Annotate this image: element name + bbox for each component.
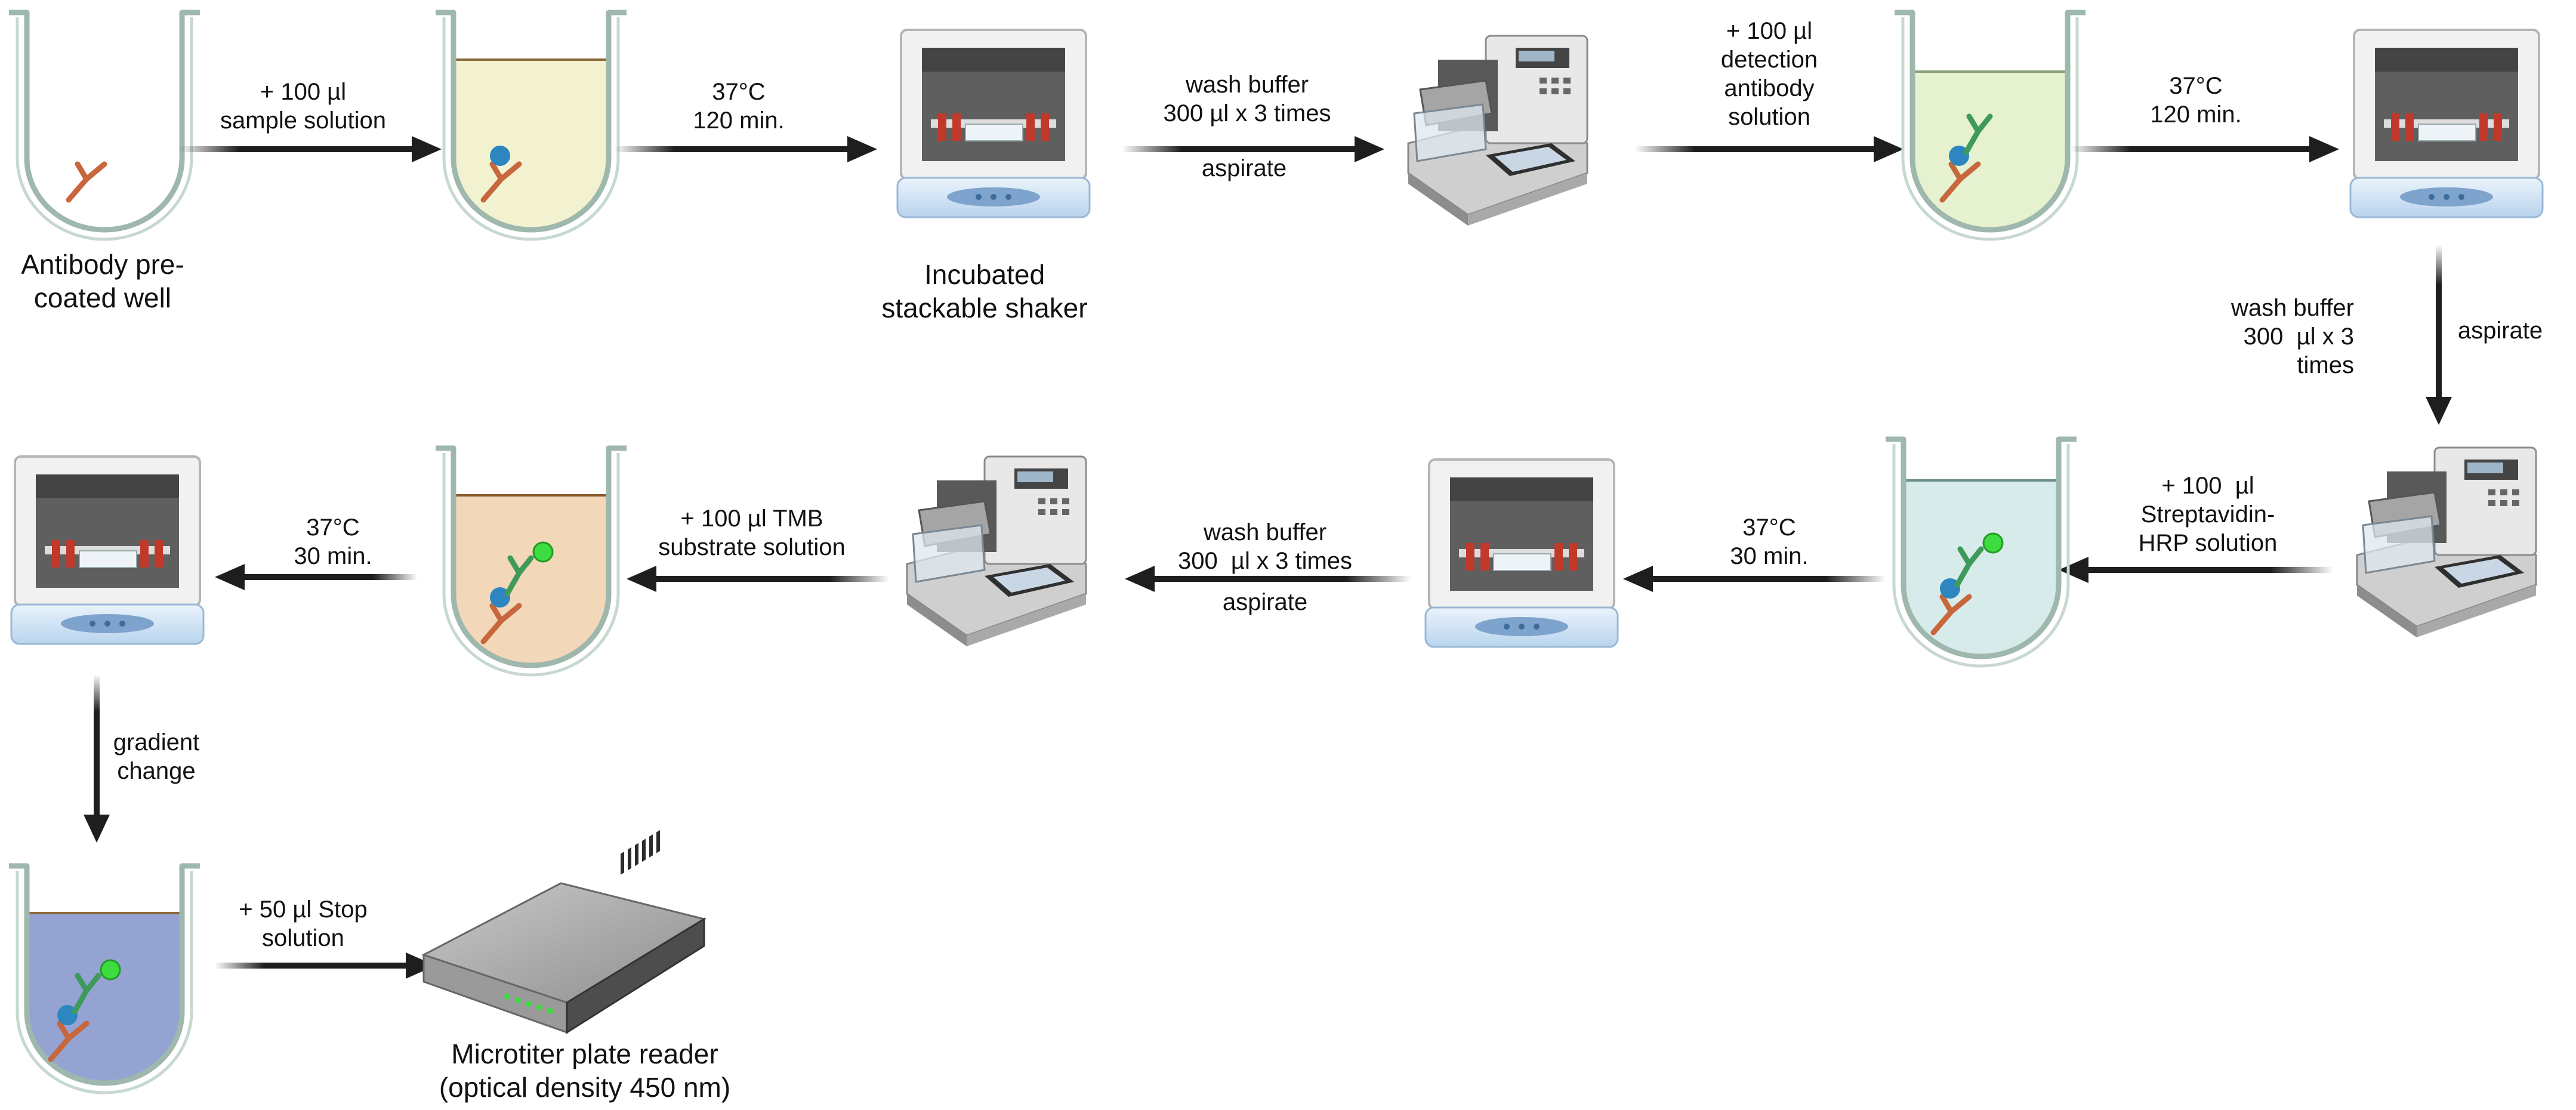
arrow-icon [215, 564, 418, 590]
plate-washer-icon [1407, 35, 1588, 227]
well-icon [9, 866, 200, 1093]
well-icon [436, 448, 627, 675]
well-icon [1895, 13, 2086, 239]
step-label-wash-3: wash buffer 300 µl x 3 times [1177, 519, 1353, 574]
coated-well-caption: Antibody pre- coated well [21, 249, 184, 313]
shaker-icon [2349, 29, 2544, 218]
step-label-add-detection: + 100 µl detection antibody solution [1720, 18, 1818, 130]
antigen-icon [490, 146, 510, 166]
step-label-add-stop: + 50 µl Stop solution [239, 896, 368, 951]
step-label-color-change: gradient change [113, 729, 200, 784]
detection-antibody-icon [1963, 113, 1993, 155]
step-label-incubate-1: 37°C 120 min. [693, 79, 785, 134]
plate-washer-icon [2356, 446, 2537, 639]
well-icon [9, 13, 200, 239]
shaker-icon [10, 455, 205, 645]
plate-reader-icon [421, 830, 707, 1034]
plate-reader-caption: Microtiter plate reader (optical density… [439, 1038, 731, 1103]
step-label-aspirate-3: aspirate [1222, 589, 1308, 615]
arrow-icon [1623, 566, 1886, 592]
arrow-icon [615, 136, 877, 162]
step-label-incubate-2: 37°C 120 min. [2150, 73, 2242, 128]
step-label-add-tmb: + 100 µl TMB substrate solution [658, 505, 846, 560]
step-label-aspirate-2: aspirate [2457, 317, 2543, 344]
arrow-icon [2426, 245, 2452, 425]
arrow-icon [1125, 566, 1411, 592]
arrow-icon [1635, 136, 1904, 162]
arrow-icon [627, 566, 889, 592]
arrow-icon [1122, 136, 1384, 162]
well-icon [436, 13, 627, 239]
shaker-caption: Incubated stackable shaker [881, 259, 1088, 323]
shaker-icon [896, 29, 1091, 218]
arrow-icon [84, 674, 110, 843]
plate-washer-icon [906, 455, 1087, 648]
well-icon [1886, 439, 2077, 666]
arrow-icon [179, 136, 442, 162]
arrow-icon [215, 952, 436, 979]
step-label-add-sample: + 100 µl sample solution [220, 79, 386, 134]
step-label-incubate-3: 37°C 30 min. [1730, 514, 1809, 569]
step-label-aspirate-1: aspirate [1201, 155, 1287, 181]
step-label-wash-2: wash buffer 300 µl x 3 times [2231, 295, 2354, 378]
arrow-icon [2071, 136, 2339, 162]
hrp-icon [1982, 532, 2004, 554]
step-label-wash-1: wash buffer 300 µl x 3 times [1163, 72, 1331, 127]
shaker-icon [1424, 458, 1619, 648]
step-label-incubate-4: 37°C 30 min. [294, 514, 372, 569]
capture-antibody-icon [66, 161, 107, 203]
step-label-add-strep: + 100 µl Streptavidin- HRP solution [2138, 473, 2278, 556]
arrow-icon [2059, 557, 2333, 583]
